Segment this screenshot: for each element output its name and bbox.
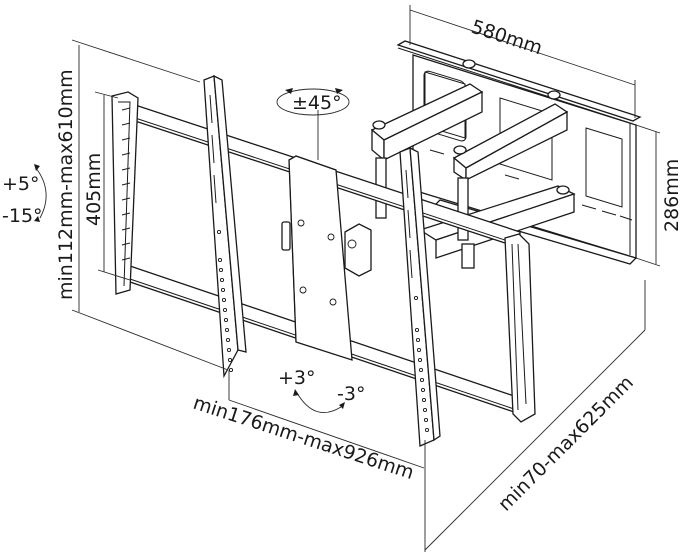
bracket-height-range-label: min112mm-max610mm: [55, 69, 77, 300]
left-vertical-arm: [203, 74, 247, 379]
arrow-up-icon: [34, 164, 40, 171]
wall-plate-height-label: 286mm: [661, 159, 683, 232]
tilt-down-label: -15°: [2, 205, 43, 227]
wall-plate-width-label: 580mm: [468, 16, 545, 60]
level-indicator: [293, 389, 345, 413]
arrow-right-icon: [335, 88, 343, 94]
bracket-inner-height-label: 405mm: [83, 153, 105, 226]
adjustment-holes: [413, 295, 430, 433]
swivel-label: ±45°: [292, 92, 342, 114]
right-vertical-arm: [399, 146, 441, 447]
dimension-lines: [71, 5, 661, 552]
width-range-label: min176mm-max926mm: [190, 392, 416, 484]
arrow-left-icon: [285, 88, 293, 94]
right-side-rail: [504, 233, 536, 423]
left-side-rail: [111, 91, 139, 295]
arrow-down-icon: [34, 216, 40, 222]
tilt-up-label: +5°: [2, 173, 40, 195]
level-plus-label: +3°: [278, 367, 316, 389]
arrow-ccw-icon: [293, 389, 299, 396]
articulating-arms: [344, 59, 576, 277]
arrow-cw-icon: [339, 402, 345, 409]
center-mount-plate: [281, 155, 353, 361]
adjustment-holes: [216, 229, 234, 373]
level-minus-label: -3°: [337, 383, 365, 405]
swivel-indicator: [276, 88, 350, 116]
tilt-indicator: [34, 164, 47, 222]
